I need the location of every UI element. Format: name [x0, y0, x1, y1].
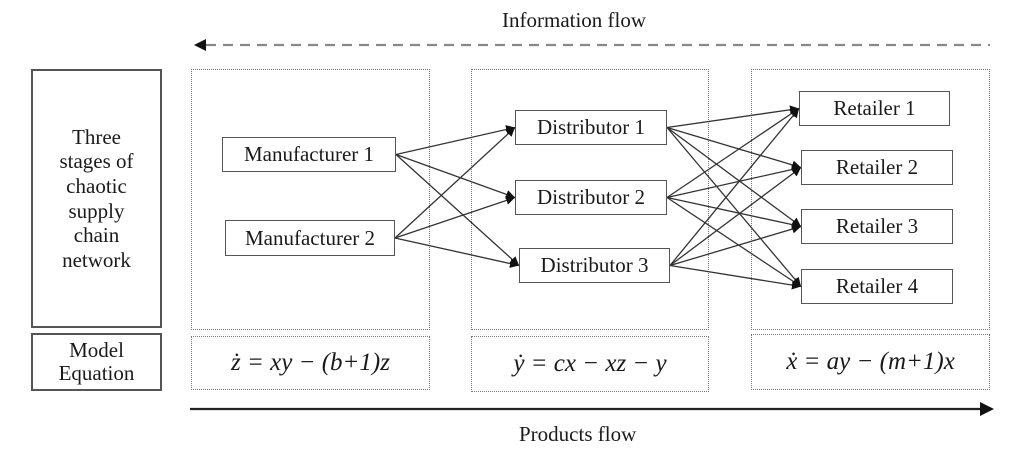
- manufacturer-2-node[interactable]: Manufacturer 2: [225, 220, 395, 256]
- retailer-2-node[interactable]: Retailer 2: [801, 150, 953, 185]
- arrowhead-right-icon: [980, 402, 994, 416]
- edge-manufacturer-1-to-distributor-2: [395, 153, 516, 199]
- edge-manufacturer-1-to-distributor-1: [395, 125, 516, 156]
- retailer-equation: ẋ = ay − (m+1)x: [751, 334, 990, 390]
- edge-distributor-1-to-retailer-4: [666, 127, 802, 287]
- manufacturer-equation: ż = xy − (b+1)z: [191, 336, 430, 390]
- information-flow-label: Information flow: [502, 8, 647, 32]
- stages-label-box: Three stages of chaotic supply chain net…: [31, 69, 162, 328]
- products-flow-label: Products flow: [519, 422, 637, 446]
- edge-distributor-3-to-retailer-3: [669, 224, 802, 267]
- retailer-4-node[interactable]: Retailer 4: [801, 269, 953, 304]
- products-flow-arrow: [190, 402, 994, 416]
- edge-distributor-2-to-retailer-3: [666, 196, 802, 229]
- retailer-1-node[interactable]: Retailer 1: [799, 91, 950, 126]
- edge-distributor-3-to-retailer-4: [669, 264, 802, 290]
- distributor-2-node[interactable]: Distributor 2: [515, 180, 667, 215]
- edge-distributor-1-to-retailer-1: [666, 105, 800, 129]
- edge-distributor-2-to-retailer-1: [666, 107, 800, 199]
- edge-manufacturer-2-to-distributor-3: [394, 237, 520, 268]
- distributor-stage-panel: [471, 69, 709, 330]
- stages-label: Three stages of chaotic supply chain net…: [59, 124, 134, 272]
- information-flow-arrow: [194, 39, 990, 51]
- equation-label-box: Model Equation: [31, 333, 162, 391]
- edge-distributor-1-to-retailer-2: [666, 126, 802, 170]
- distributor-equation: ẏ = cx − xz − y: [471, 336, 709, 392]
- manufacturer-1-node[interactable]: Manufacturer 1: [222, 137, 396, 172]
- manufacturer-stage-panel: [191, 69, 430, 330]
- distributor-1-node[interactable]: Distributor 1: [515, 110, 667, 145]
- retailer-3-node[interactable]: Retailer 3: [801, 209, 953, 244]
- edge-distributor-1-to-retailer-3: [666, 126, 802, 228]
- edge-distributor-3-to-retailer-1: [669, 108, 800, 266]
- arrowhead-left-icon: [194, 39, 206, 51]
- edge-distributor-2-to-retailer-4: [666, 196, 802, 288]
- distributor-3-node[interactable]: Distributor 3: [519, 248, 670, 283]
- retailer-stage-panel: [751, 69, 990, 330]
- edge-manufacturer-2-to-distributor-1: [394, 127, 516, 239]
- edge-manufacturer-2-to-distributor-2: [394, 196, 516, 239]
- equation-label: Model Equation: [58, 337, 135, 385]
- edge-manufacturer-1-to-distributor-3: [395, 154, 520, 266]
- edge-distributor-2-to-retailer-2: [666, 165, 802, 199]
- edge-distributor-3-to-retailer-2: [669, 166, 802, 267]
